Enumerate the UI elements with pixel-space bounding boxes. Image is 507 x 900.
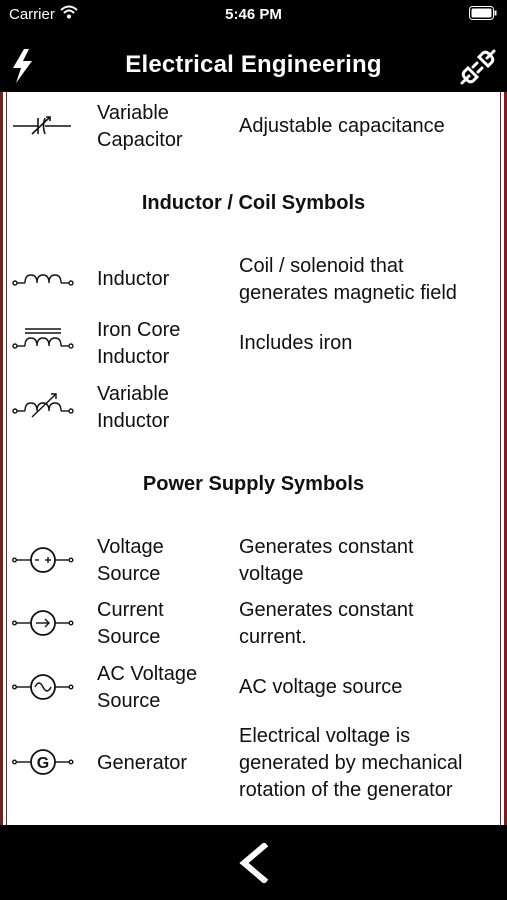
section-heading-power-supply: Power Supply Symbols bbox=[142, 473, 365, 495]
symbol-name-line-1: Generator bbox=[97, 752, 188, 774]
symbol-name-line-1: Iron Core bbox=[97, 319, 181, 341]
variable-inductor-symbol-icon bbox=[12, 393, 74, 418]
symbol-description: Adjustable capacitance bbox=[239, 115, 445, 137]
symbol-name-line-1: Variable bbox=[97, 102, 169, 124]
variable-capacitor-symbol-icon bbox=[13, 116, 71, 135]
battery-icon bbox=[469, 6, 497, 20]
symbol-name-line-1: Inductor bbox=[97, 268, 170, 290]
back-chevron-icon[interactable] bbox=[236, 843, 270, 883]
symbol-description-line-1: Coil / solenoid that bbox=[239, 255, 404, 277]
symbol-name-line-1: Voltage bbox=[97, 536, 164, 558]
current-source-symbol-icon bbox=[12, 610, 74, 636]
status-bar: Carrier 5:46 PM bbox=[0, 0, 507, 30]
symbol-description-line-2: generates magnetic field bbox=[239, 282, 457, 304]
plug-icon[interactable] bbox=[459, 48, 497, 86]
ac-voltage-source-symbol-icon bbox=[12, 674, 74, 700]
symbol-description-line-3: rotation of the generator bbox=[239, 779, 453, 801]
symbol-name-line-1: Variable bbox=[97, 383, 169, 405]
symbol-name-line-2: Source bbox=[97, 563, 161, 585]
symbol-description: AC voltage source bbox=[239, 676, 403, 698]
symbol-name-line-2: Capacitor bbox=[97, 129, 183, 151]
symbol-name-line-2: Inductor bbox=[97, 410, 170, 432]
symbol-name-line-2: Source bbox=[97, 626, 161, 648]
right-border-rail bbox=[499, 92, 507, 825]
symbol-description-line-1: Electrical voltage is bbox=[239, 725, 411, 747]
iron-core-inductor-symbol-icon bbox=[12, 328, 74, 349]
symbol-description-line-2: voltage bbox=[239, 563, 304, 585]
voltage-source-symbol-icon bbox=[12, 547, 74, 573]
section-heading-inductor: Inductor / Coil Symbols bbox=[141, 192, 366, 214]
carrier-label: Carrier bbox=[9, 6, 55, 23]
symbol-name-line-1: AC Voltage bbox=[97, 663, 198, 685]
symbol-description-line-2: current. bbox=[239, 626, 307, 648]
wifi-icon bbox=[60, 5, 78, 19]
navigation-bar: Electrical Engineering bbox=[0, 30, 507, 92]
symbol-description-line-1: Generates constant bbox=[239, 599, 414, 621]
svg-text:G: G bbox=[37, 755, 49, 772]
symbol-name-line-1: Current bbox=[97, 599, 164, 621]
left-border-rail bbox=[0, 92, 7, 825]
symbol-description-line-1: Generates constant bbox=[239, 536, 414, 558]
symbol-name-line-2: Source bbox=[97, 690, 161, 712]
status-time: 5:46 PM bbox=[225, 6, 282, 23]
symbol-description-line-2: generated by mechanical bbox=[239, 752, 463, 774]
generator-symbol-icon: G bbox=[12, 749, 74, 775]
inductor-symbol-icon bbox=[12, 274, 74, 286]
page-title: Electrical Engineering bbox=[125, 51, 382, 78]
lightning-bolt-icon[interactable] bbox=[10, 48, 36, 84]
symbol-name-line-2: Inductor bbox=[97, 346, 170, 368]
bottom-toolbar bbox=[0, 825, 507, 900]
symbol-description: Includes iron bbox=[239, 332, 353, 354]
